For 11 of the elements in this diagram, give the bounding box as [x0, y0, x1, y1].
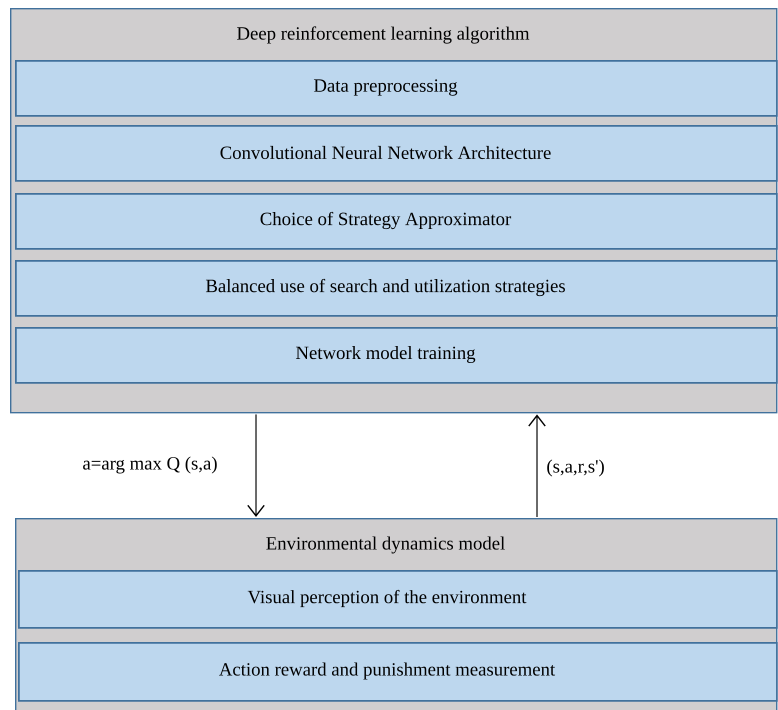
arrow: [528, 414, 546, 517]
step-box: Data preprocessing: [15, 60, 778, 117]
step-box: Network model training: [15, 327, 778, 384]
arrow: [247, 414, 265, 517]
step-box: Action reward and punishment measurement: [18, 642, 778, 702]
step-box: Choice of Strategy Approximator: [15, 193, 778, 250]
edge-label: (s,a,r,s'): [547, 460, 604, 476]
edge-label: a=arg max Q (s,a): [83, 456, 217, 474]
step-box: Balanced use of search and utilization strategies: [15, 260, 778, 317]
step-box: Visual perception of the environment: [18, 570, 778, 629]
step-box: Convolutional Neural Network Architecture: [15, 125, 778, 182]
